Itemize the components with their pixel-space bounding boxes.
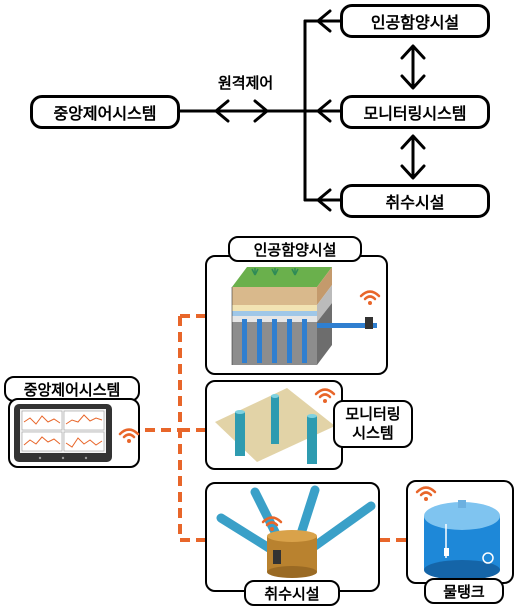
wifi-icon [261, 516, 283, 531]
tank-label: 물탱크 [424, 578, 504, 604]
recharge-facility-box: 인공함양시설 [340, 4, 490, 38]
tank-panel [406, 480, 514, 584]
central-panel [8, 398, 140, 468]
updown-arrow-1 [400, 44, 426, 90]
wifi-icon [118, 428, 140, 443]
intake-panel [205, 482, 380, 592]
monitoring-label-line2: 시스템 [352, 424, 394, 442]
intake-label: 취수시설 [244, 580, 340, 606]
recharge-illustration [231, 267, 377, 365]
monitoring-illustration [215, 388, 335, 464]
monitoring-panel [205, 380, 343, 470]
arrowhead-monitoring [316, 99, 332, 123]
top-schematic [178, 9, 426, 212]
arrowhead-recharge [316, 9, 332, 33]
recharge-label: 인공함양시설 [228, 236, 362, 262]
monitoring-label: 모니터링 시스템 [333, 400, 413, 448]
wifi-icon [359, 290, 381, 305]
monitoring-label-line1: 모니터링 [345, 405, 401, 423]
recharge-panel [205, 255, 388, 375]
updown-arrow-2 [400, 134, 426, 180]
remote-control-label: 원격제어 [218, 74, 274, 92]
wifi-icon [415, 486, 437, 501]
wifi-icon [314, 388, 336, 403]
monitoring-system-box: 모니터링시스템 [340, 95, 490, 129]
intake-illustration [216, 485, 376, 578]
arrowhead-left [214, 99, 230, 123]
arrowhead-intake [316, 188, 332, 212]
intake-facility-box: 취수시설 [340, 184, 490, 218]
dashed-links [145, 314, 406, 542]
water-tank-illustration [424, 500, 500, 580]
arrowhead-right [253, 99, 269, 123]
central-system-box: 중앙제어시스템 [30, 95, 180, 129]
central-label: 중앙제어시스템 [4, 376, 140, 402]
tablet-illustration [14, 404, 112, 462]
